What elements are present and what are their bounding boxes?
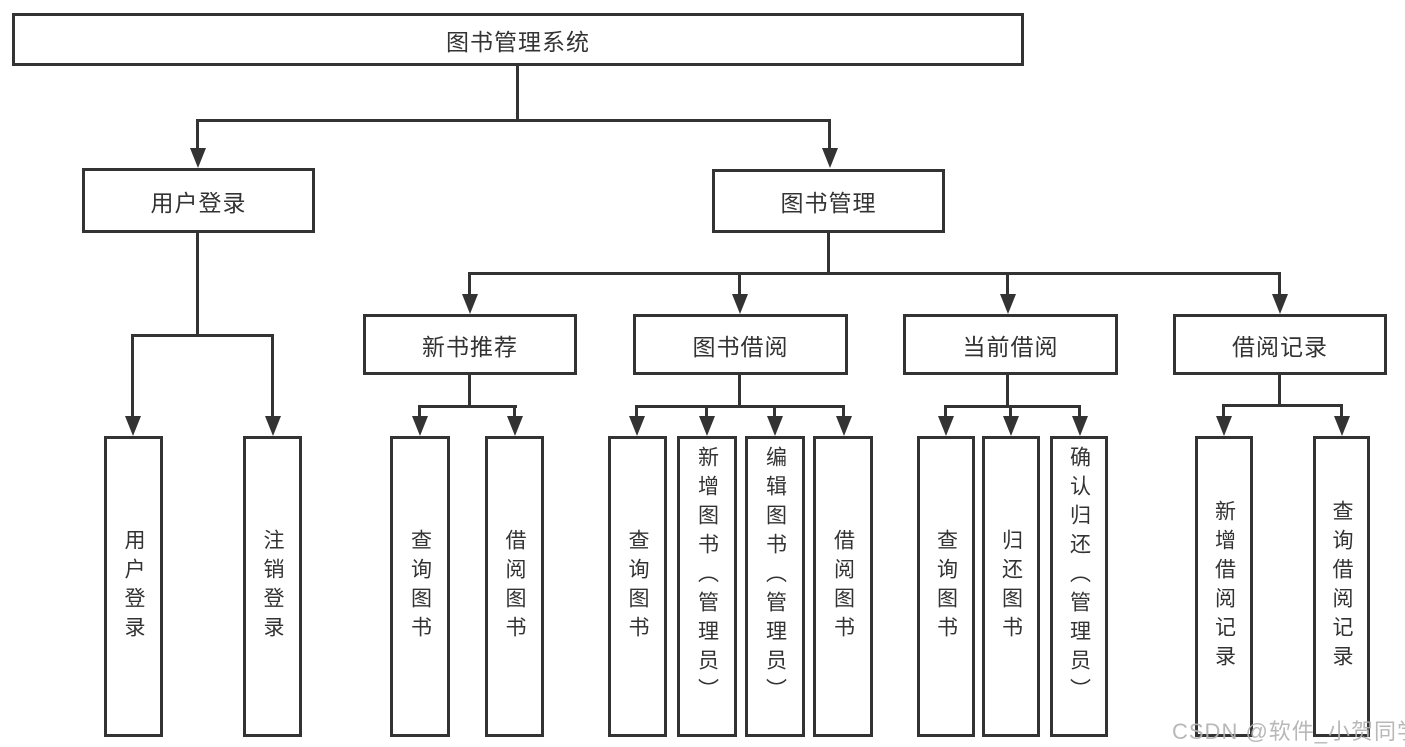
leaf-query-books-current: 查询图书 — [917, 436, 975, 737]
connector-root-stem — [516, 66, 519, 121]
arrow-down-icon — [265, 416, 281, 436]
connector-drop-leaf — [842, 405, 845, 418]
arrow-down-icon — [1000, 294, 1016, 314]
leaf-query-books-recommend: 查询图书 — [390, 436, 450, 737]
leaf-logout: 注销登录 — [243, 436, 302, 737]
node-root-system: 图书管理系统 — [12, 13, 1024, 66]
arrow-down-icon — [1272, 294, 1288, 314]
connector-records-stem — [1278, 375, 1281, 407]
node-current-borrowing: 当前借阅 — [903, 314, 1118, 375]
leaf-edit-books-admin: 编辑图书（管理员） — [745, 436, 805, 737]
connector-drop-leaf — [513, 405, 516, 418]
connector-drop-records — [1278, 272, 1281, 297]
connector-borrowing-stem — [738, 375, 741, 408]
connector-drop-leaf — [271, 334, 274, 418]
arrow-down-icon — [822, 148, 838, 168]
connector-drop-book-mgmt — [828, 119, 831, 152]
arrow-down-icon — [836, 416, 852, 436]
connector-newbook-stem — [468, 375, 471, 408]
connector-bookmgmt-stem — [827, 233, 830, 274]
connector-records-branch — [1222, 404, 1343, 407]
leaf-user-login: 用户登录 — [104, 436, 163, 737]
leaf-query-borrow-record: 查询借阅记录 — [1313, 436, 1370, 737]
node-book-management: 图书管理 — [712, 169, 945, 233]
connector-drop-leaf — [635, 405, 638, 418]
connector-newbook-branch — [418, 405, 517, 408]
arrow-down-icon — [1072, 416, 1088, 436]
leaf-add-borrow-record: 新增借阅记录 — [1195, 436, 1253, 737]
connector-drop-leaf — [944, 405, 947, 418]
connector-drop-user-login — [196, 119, 199, 152]
connector-bookmgmt-branch — [468, 272, 1281, 275]
connector-drop-leaf — [1340, 404, 1343, 418]
connector-drop-current — [1006, 272, 1009, 297]
leaf-return-books: 归还图书 — [982, 436, 1040, 737]
node-new-book-recommend: 新书推荐 — [363, 314, 577, 375]
connector-userlogin-branch — [131, 334, 274, 337]
arrow-down-icon — [125, 416, 141, 436]
csdn-watermark: CSDN @软件_小贺同学 — [1172, 719, 1405, 744]
connector-borrowing-branch — [635, 405, 845, 408]
connector-drop-borrowing — [738, 272, 741, 297]
arrow-down-icon — [938, 416, 954, 436]
connector-drop-leaf — [1009, 405, 1012, 418]
arrow-down-icon — [629, 416, 645, 436]
node-borrowing-records: 借阅记录 — [1173, 314, 1387, 375]
connector-current-stem — [1006, 375, 1009, 408]
connector-drop-new-books — [468, 272, 471, 297]
node-user-login: 用户登录 — [82, 168, 315, 233]
arrow-down-icon — [767, 416, 783, 436]
connector-drop-leaf — [773, 405, 776, 418]
connector-drop-leaf — [418, 405, 421, 418]
arrow-down-icon — [1216, 416, 1232, 436]
connector-drop-leaf — [1222, 404, 1225, 418]
arrow-down-icon — [1003, 416, 1019, 436]
connector-drop-leaf — [131, 334, 134, 418]
arrow-down-icon — [699, 416, 715, 436]
leaf-confirm-return-admin: 确认归还（管理员） — [1050, 436, 1108, 737]
connector-drop-leaf — [705, 405, 708, 418]
leaf-add-books-admin: 新增图书（管理员） — [677, 436, 737, 737]
arrow-down-icon — [190, 148, 206, 168]
connector-drop-leaf — [1078, 405, 1081, 418]
leaf-query-books-borrowing: 查询图书 — [608, 436, 667, 737]
arrow-down-icon — [507, 416, 523, 436]
connector-root-branch — [196, 119, 830, 122]
arrow-down-icon — [732, 294, 748, 314]
connector-userlogin-stem — [196, 233, 199, 337]
leaf-borrow-books-recommend: 借阅图书 — [485, 436, 544, 737]
connector-current-branch — [944, 405, 1081, 408]
leaf-borrow-books: 借阅图书 — [813, 436, 873, 737]
arrow-down-icon — [462, 294, 478, 314]
arrow-down-icon — [412, 416, 428, 436]
node-book-borrowing: 图书借阅 — [633, 314, 848, 375]
arrow-down-icon — [1334, 416, 1350, 436]
